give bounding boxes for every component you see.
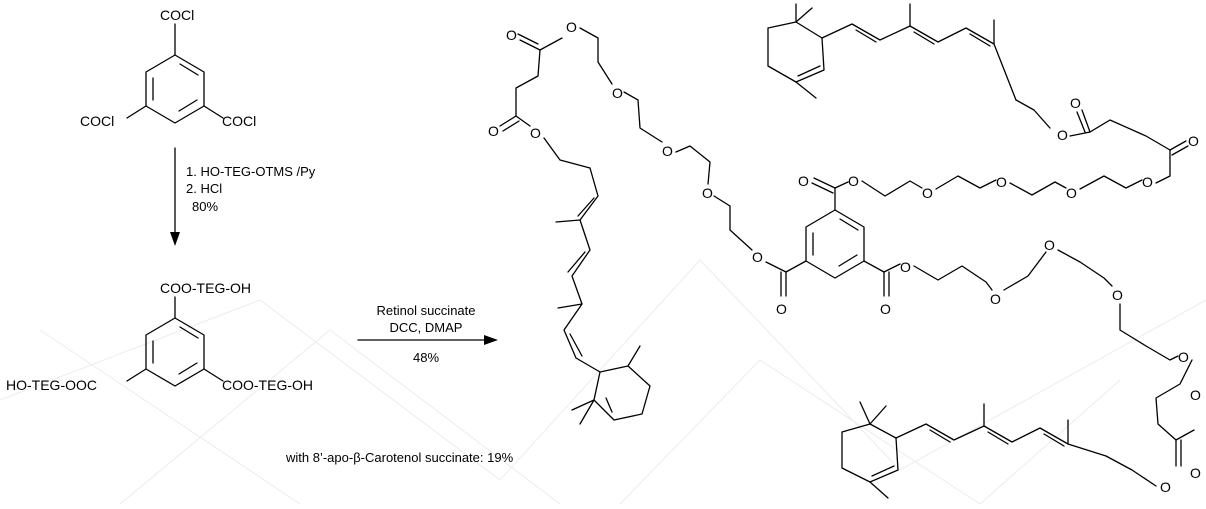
atom-o: O xyxy=(1160,479,1171,495)
atom-o: O xyxy=(900,259,911,275)
reagent-substituent-top: COCl xyxy=(160,7,194,23)
atom-o: O xyxy=(662,143,673,159)
atom-o: O xyxy=(1066,185,1077,201)
step-yield-label: 80% xyxy=(192,199,218,214)
step-arrow-1: 1. HO-TEG-OTMS /Py 2. HCl 80% xyxy=(170,147,316,246)
atom-o: O xyxy=(848,173,859,189)
step-arrow-2: Retinol succinate DCC, DMAP 48% xyxy=(357,303,498,365)
atom-o: O xyxy=(1112,287,1123,303)
intermediate-substituent-top: COO-TEG-OH xyxy=(160,280,251,296)
coupling-yield: 48% xyxy=(413,350,439,365)
atom-o: O xyxy=(506,27,517,43)
atom-o: O xyxy=(702,185,713,201)
intermediate-molecule: COO-TEG-OH HO-TEG-OOC COO-TEG-OH xyxy=(6,280,313,393)
coupling-reagent-2: DCC, DMAP xyxy=(390,320,463,335)
atom-o: O xyxy=(996,174,1007,190)
atom-o: O xyxy=(530,125,541,141)
atom-o: O xyxy=(752,249,763,265)
atom-o: O xyxy=(1190,387,1201,403)
atom-o: O xyxy=(1142,174,1153,190)
atom-o: O xyxy=(776,301,787,317)
atom-o: O xyxy=(798,173,809,189)
atom-o: O xyxy=(1057,127,1068,143)
atom-o: O xyxy=(990,291,1001,307)
intermediate-substituent-left: HO-TEG-OOC xyxy=(6,377,97,393)
atom-o: O xyxy=(1044,237,1055,253)
atom-o: O xyxy=(488,123,499,139)
step-2-label: 2. HCl xyxy=(186,181,222,196)
atom-o: O xyxy=(922,185,933,201)
atom-o: O xyxy=(612,85,623,101)
background-decoration xyxy=(0,259,1206,505)
intermediate-substituent-right: COO-TEG-OH xyxy=(222,377,313,393)
product-molecule: O O O O O O O O O xyxy=(488,3,1201,499)
atom-o: O xyxy=(1178,349,1189,365)
atom-o: O xyxy=(1190,465,1201,481)
atom-o: O xyxy=(566,19,577,35)
atom-o: O xyxy=(1070,95,1081,111)
reagent-molecule: COCl COCl COCl xyxy=(80,7,256,129)
note-text: with 8’-apo-β-Carotenol succinate: 19% xyxy=(285,450,514,465)
atom-o: O xyxy=(1188,133,1199,149)
reagent-substituent-right: COCl xyxy=(222,113,256,129)
atom-o: O xyxy=(880,301,891,317)
step-1-label: 1. HO-TEG-OTMS /Py xyxy=(186,164,316,179)
coupling-reagent-1: Retinol succinate xyxy=(377,303,476,318)
reagent-substituent-left: COCl xyxy=(80,113,114,129)
